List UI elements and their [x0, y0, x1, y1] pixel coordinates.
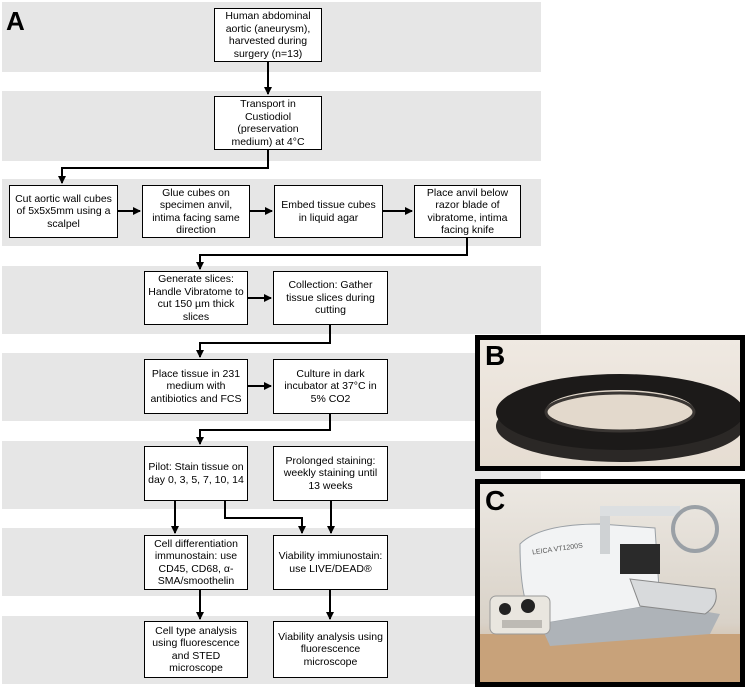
- step-cell-differentiation: Cell differentiation immunostain: use CD…: [144, 535, 248, 590]
- band-6: [2, 441, 541, 509]
- step-culture: Culture in dark incubator at 37°C in 5% …: [273, 359, 388, 414]
- step-embed: Embed tissue cubes in liquid agar: [274, 185, 383, 238]
- step-pilot: Pilot: Stain tissue on day 0, 3, 5, 7, 1…: [144, 446, 248, 501]
- step-viability-analysis: Viability analysis using fluorescence mi…: [273, 621, 388, 678]
- panel-label-b: B: [485, 340, 506, 371]
- band-7: [2, 528, 541, 596]
- photo-c-vibratome: LEICA VT1200S C: [475, 479, 745, 687]
- step-harvest: Human abdominal aortic (aneurysm), harve…: [214, 8, 322, 62]
- vibratome-illustration: [480, 505, 740, 682]
- band-8: [2, 616, 541, 684]
- anvil-ring-illustration: [496, 374, 740, 462]
- panel-label-c: C: [485, 485, 506, 516]
- step-collection: Collection: Gather tissue slices during …: [273, 271, 388, 325]
- photo-b-anvil-ring: B: [475, 335, 745, 471]
- step-cut: Cut aortic wall cubes of 5x5x5mm using a…: [9, 185, 118, 238]
- step-viability-stain: Viability immiunostain: use LIVE/DEAD®: [273, 535, 388, 590]
- step-cell-type-analysis: Cell type analysis using fluorescence an…: [144, 621, 248, 678]
- step-generate-slices: Generate slices: Handle Vibratome to cut…: [144, 271, 248, 325]
- step-place-anvil: Place anvil below razor blade of vibrato…: [414, 185, 521, 238]
- step-prolonged-staining: Prolonged staining: weekly staining unti…: [273, 446, 388, 501]
- step-glue: Glue cubes on specimen anvil, intima fac…: [142, 185, 250, 238]
- panel-label-a: A: [6, 6, 25, 36]
- step-place-tissue: Place tissue in 231 medium with antibiot…: [144, 359, 248, 414]
- step-transport: Transport in Custiodiol (preservation me…: [214, 96, 322, 150]
